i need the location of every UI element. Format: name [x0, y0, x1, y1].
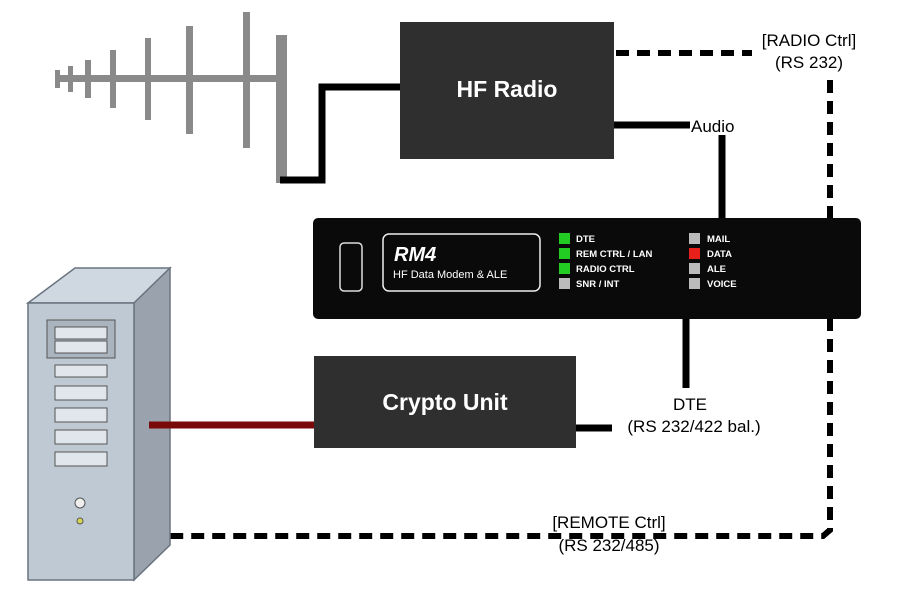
left-led-1: [559, 248, 570, 259]
right-led-label-3: VOICE: [707, 279, 737, 290]
dte-label: DTE: [673, 395, 707, 414]
remote-ctrl-line: [150, 318, 833, 539]
hf-radio-label: HF Radio: [457, 76, 558, 102]
left-led-label-2: RADIO CTRL: [576, 264, 635, 275]
antenna-icon: [55, 12, 287, 183]
hf-radio-box: [400, 22, 614, 159]
right-led-1: [689, 248, 700, 259]
radio-ctrl-sub-label: (RS 232): [775, 53, 843, 72]
modem-brand-panel: [382, 233, 541, 292]
left-led-2: [559, 263, 570, 274]
rm4-modem: RM4 HF Data Modem & ALE DTE REM CTRL / LA…: [313, 218, 861, 319]
dte-sub-label: (RS 232/422 bal.): [627, 417, 760, 436]
modem-slot-icon: [339, 242, 363, 292]
left-led-0: [559, 233, 570, 244]
left-led-label-0: DTE: [576, 234, 595, 245]
left-led-label-1: REM CTRL / LAN: [576, 249, 652, 260]
right-led-2: [689, 263, 700, 274]
modem-brand: RM4: [394, 244, 436, 266]
right-led-label-2: ALE: [707, 264, 726, 275]
crypto-unit-label: Crypto Unit: [382, 389, 508, 415]
led-group-right: MAIL DATA ALE VOICE: [689, 233, 737, 290]
led-group-left: DTE REM CTRL / LAN RADIO CTRL SNR / INT: [559, 233, 652, 290]
radio-ctrl-label: [RADIO Ctrl]: [762, 31, 856, 50]
audio-label: Audio: [691, 117, 734, 136]
modem-subtitle: HF Data Modem & ALE: [393, 269, 507, 281]
right-led-label-1: DATA: [707, 249, 732, 260]
remote-ctrl-label: [REMOTE Ctrl]: [552, 513, 665, 532]
crypto-unit-box: [314, 356, 576, 448]
right-led-0: [689, 233, 700, 244]
antenna-feed-line: [280, 83, 400, 184]
remote-ctrl-sub-label: (RS 232/485): [558, 536, 659, 555]
computer-tower-icon: [25, 266, 172, 582]
right-led-3: [689, 278, 700, 289]
right-led-label-0: MAIL: [707, 234, 730, 245]
left-led-label-3: SNR / INT: [576, 279, 619, 290]
left-led-3: [559, 278, 570, 289]
